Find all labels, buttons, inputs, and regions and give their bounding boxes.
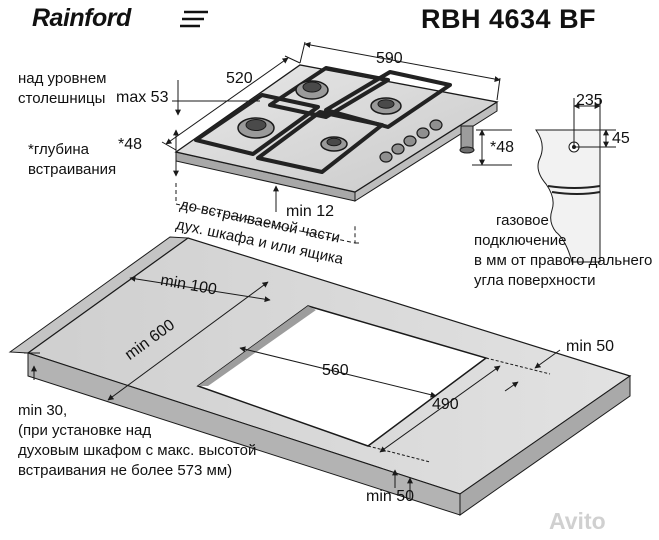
- hob-grates: [194, 66, 452, 174]
- label-gas-2: подключение: [474, 232, 567, 249]
- countertop-dimensions: [24, 275, 561, 498]
- label-depth-1: *глубина: [28, 141, 89, 158]
- brand-logo: Rainford: [32, 4, 131, 32]
- dim-min12: min 12: [286, 203, 335, 220]
- dim-max53: max 53: [116, 89, 169, 106]
- dim-520: 520: [226, 70, 253, 87]
- dim-45: 45: [612, 130, 630, 147]
- avito-watermark: Avito: [549, 508, 606, 534]
- gas-detail: [535, 98, 616, 263]
- label-gas-3: в мм от правого дальнего: [474, 252, 653, 269]
- label-gas-4: угла поверхности: [474, 272, 596, 289]
- dim-min50-bottom: min 50: [366, 488, 415, 505]
- brand-logo-mark: [180, 10, 208, 28]
- label-depth-2: встраивания: [28, 161, 117, 178]
- hob-knobs: [379, 119, 443, 163]
- dim-490: 490: [432, 396, 459, 413]
- dim-depth-star-right: *48: [490, 139, 515, 156]
- dim-min50-right: min 50: [566, 338, 615, 355]
- label-gas-1: газовое: [496, 212, 549, 229]
- note-oven-2: духовым шкафом с макс. высотой: [18, 442, 257, 459]
- model-title: RBH 4634 BF: [421, 4, 597, 34]
- dim-560: 560: [322, 362, 349, 379]
- note-oven-3: встраивания не более 573 мм): [18, 462, 233, 479]
- hob-dimensions: [161, 41, 512, 244]
- dim-235: 235: [576, 92, 603, 109]
- note-oven-1: (при установке над: [18, 422, 152, 439]
- dim-depth-star-left: *48: [118, 136, 143, 153]
- label-above-countertop-2: столешницы: [18, 90, 106, 107]
- hob-unit: [174, 64, 499, 202]
- dim-590: 590: [376, 50, 403, 67]
- gas-connector: [459, 125, 475, 154]
- label-above-countertop-1: над уровнем: [18, 70, 107, 87]
- label-min30: min 30,: [18, 402, 68, 419]
